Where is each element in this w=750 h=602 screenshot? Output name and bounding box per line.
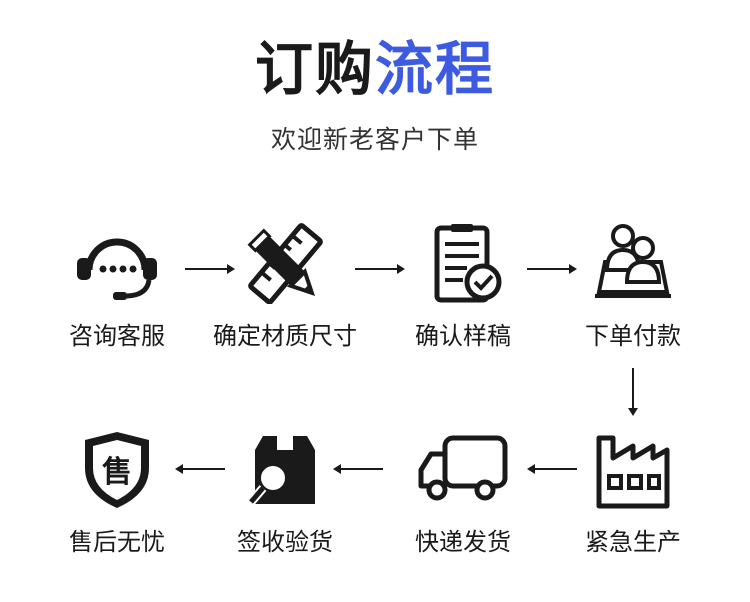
step-material: 确定材质尺寸 [205,222,365,351]
headset-icon [77,238,157,300]
step-shipping: 快递发货 [383,428,543,557]
arrow-down-icon [628,368,638,416]
arrow-right-icon [185,264,235,274]
step-label: 咨询客服 [69,322,165,350]
step-label: 快递发货 [415,528,511,556]
step-after-sales: 售 售后无忧 [37,428,197,557]
step-label: 紧急生产 [585,528,681,556]
step-production: 紧急生产 [553,428,713,557]
step-label: 确定材质尺寸 [213,322,357,350]
arrow-right-icon [355,264,405,274]
title-part-1: 订购 [254,35,375,103]
clipboard-check-icon [434,224,502,303]
title-part-2: 流程 [375,35,496,103]
arrow-left-icon [175,464,225,474]
truck-icon [418,435,508,501]
step-label: 确认样稿 [415,322,511,350]
package-inspect-icon [247,436,315,505]
shield-glyph: 售 [102,455,132,490]
step-label: 下单付款 [585,322,681,350]
page-subtitle: 欢迎新老客户下单 [270,125,479,154]
step-label: 售后无忧 [69,528,165,556]
arrow-right-icon [527,264,577,274]
factory-icon [596,435,670,509]
arrow-left-icon [527,464,577,474]
arrow-left-icon [333,464,383,474]
step-consult: 咨询客服 [37,222,197,351]
users-card-icon [595,224,671,298]
page-title: 订购流程 [0,34,750,104]
shield-icon: 售 [85,432,149,508]
step-payment: 下单付款 [553,222,713,351]
pencil-ruler-icon [247,223,323,304]
step-inspection: 签收验货 [205,428,365,557]
step-proof: 确认样稿 [383,222,543,351]
step-label: 签收验货 [237,528,333,556]
